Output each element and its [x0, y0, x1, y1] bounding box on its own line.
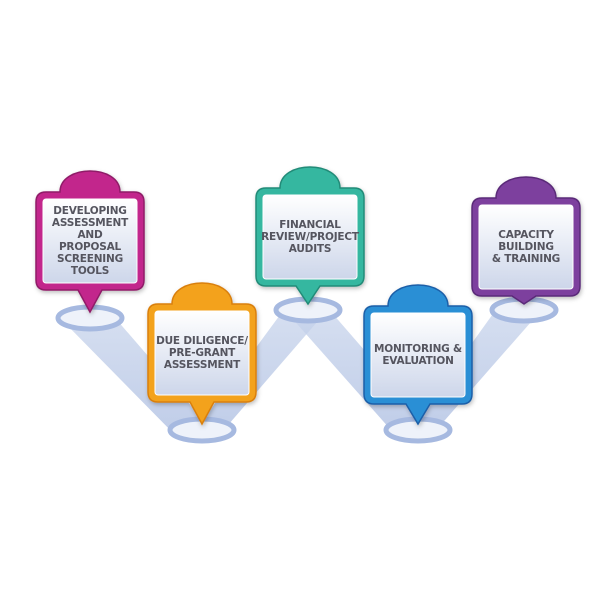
pin-label: MONITORING & EVALUATION — [374, 343, 462, 367]
pin-card — [370, 312, 466, 398]
pin-label: CAPACITY BUILDING & TRAINING — [491, 229, 561, 265]
pin-label: FINANCIAL REVIEW/PROJECT AUDITS — [261, 219, 359, 255]
path-segment-1 — [64, 312, 212, 440]
pin-card — [478, 204, 574, 290]
pin-label: DUE DILIGENCE/ PRE-GRANT ASSESSMENT — [156, 335, 248, 371]
path-segment-3 — [290, 306, 432, 438]
pin-capacity-building — [471, 176, 581, 305]
pins — [35, 166, 581, 426]
pin-card — [42, 198, 138, 284]
pin-developing-assessment — [35, 170, 145, 314]
pin-financial-review — [255, 166, 365, 306]
pin-due-diligence — [147, 282, 257, 426]
pin-label: DEVELOPING ASSESSMENT AND PROPOSAL SCREE… — [51, 205, 129, 277]
pin-card — [262, 194, 358, 280]
pin-monitoring-evaluation — [363, 284, 473, 426]
pin-card — [154, 310, 250, 396]
